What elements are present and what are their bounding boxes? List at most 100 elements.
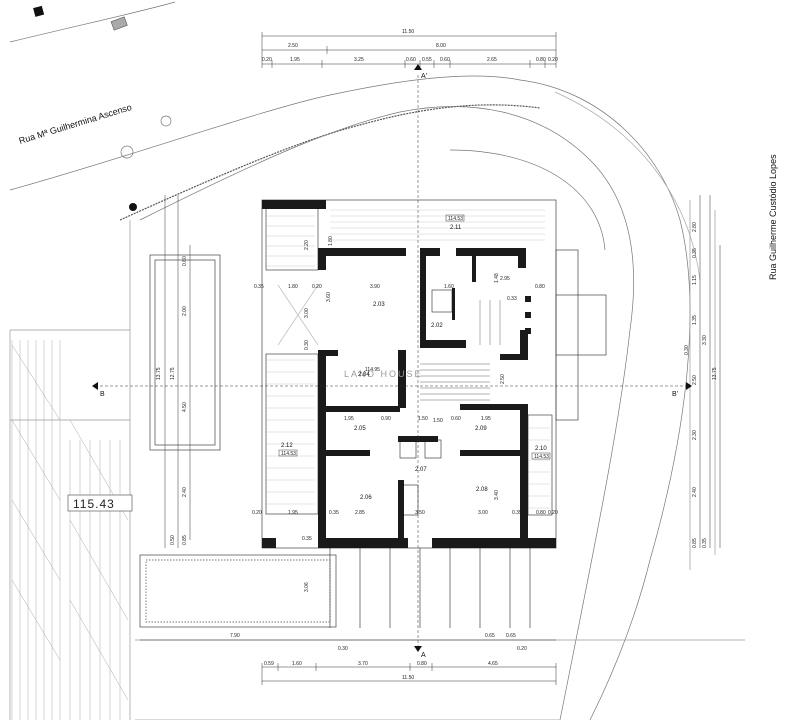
dim-top-6: 0.60 bbox=[440, 57, 450, 63]
dim-inner-o: 0.35 bbox=[329, 510, 339, 516]
level-box-2-12 bbox=[278, 449, 298, 457]
dim-right-3: 1.15 bbox=[692, 275, 698, 285]
dim-inner-c: 1.95 bbox=[344, 416, 354, 422]
section-a-bottom: A bbox=[421, 652, 426, 659]
room-2-04: 2.04 bbox=[358, 372, 370, 378]
dim-inner-w: 0.35 bbox=[302, 536, 312, 542]
marker-square-icon bbox=[33, 5, 45, 17]
dim-right-11: 0.35 bbox=[702, 538, 708, 548]
dim-inner-x: 1.80 bbox=[328, 236, 334, 246]
section-a-bottom-arrow-icon bbox=[414, 646, 422, 652]
dim-top-total: 11.50 bbox=[402, 29, 414, 35]
dim-inner-z: 0.30 bbox=[304, 340, 310, 350]
structural-walls bbox=[262, 200, 556, 548]
dim-inner-h: 1.80 bbox=[288, 284, 298, 290]
section-b-right-arrow-icon bbox=[686, 382, 692, 390]
room-2-08: 2.08 bbox=[476, 487, 488, 493]
dim-right-2: 0.35 bbox=[692, 248, 698, 258]
dim-inner-m: 3.00 bbox=[304, 308, 310, 318]
dim-inner-p: 3.50 bbox=[415, 510, 425, 516]
dim-left-4: 2.00 bbox=[182, 306, 188, 316]
dim-left-9: 0.35 bbox=[254, 284, 264, 290]
dim-inner-ff: 2.50 bbox=[500, 374, 506, 384]
dim-inner-bb: 3.40 bbox=[494, 490, 500, 500]
dim-top-8: 0.80 bbox=[536, 57, 546, 63]
dim-bottom-c4: 0.65 bbox=[506, 633, 516, 639]
level-box-2-11 bbox=[445, 214, 465, 222]
dim-inner-q: 3.00 bbox=[478, 510, 488, 516]
dim-inner-u: 1.95 bbox=[288, 510, 298, 516]
section-a-top-arrow-icon bbox=[414, 64, 422, 70]
dim-bottom-4: 0.80 bbox=[417, 661, 427, 667]
dim-left-3: 0.80 bbox=[182, 256, 188, 266]
room-2-03: 2.03 bbox=[373, 302, 385, 308]
dim-bottom-c1: 7.90 bbox=[230, 633, 240, 639]
dim-inner-v: 0.20 bbox=[252, 510, 262, 516]
dim-inner-i: 0.20 bbox=[312, 284, 322, 290]
dim-top-1: 0.20 bbox=[262, 57, 272, 63]
dim-bottom-c2: 0.30 bbox=[338, 646, 348, 652]
dim-inner-d: 0.90 bbox=[381, 416, 391, 422]
dim-inner-r: 0.35 bbox=[512, 510, 522, 516]
room-2-02: 2.02 bbox=[431, 323, 443, 329]
dim-inner-y: 2.20 bbox=[304, 240, 310, 250]
street-name-east: Rua Guilherme Custódio Lopes bbox=[768, 154, 778, 280]
room-2-11: 2.11 bbox=[450, 225, 462, 231]
dim-left-2: 12.75 bbox=[170, 367, 176, 380]
section-b-left: B bbox=[100, 391, 105, 398]
dim-inner-g: 1.95 bbox=[481, 416, 491, 422]
dim-right-1: 2.80 bbox=[692, 222, 698, 232]
room-2-12-level: 114.53 bbox=[281, 451, 296, 457]
dim-bottom-total: 11.50 bbox=[402, 675, 414, 681]
dim-inner-j: 0.80 bbox=[535, 284, 545, 290]
section-axes bbox=[100, 75, 690, 650]
dim-bottom-3: 3.70 bbox=[358, 661, 368, 667]
dim-inner-aa: 2.95 bbox=[500, 276, 510, 282]
survey-point-icon bbox=[129, 203, 137, 211]
dim-right-12: 0.30 bbox=[684, 345, 690, 355]
dim-inner-a: 3.90 bbox=[370, 284, 380, 290]
plot-level: 115.43 bbox=[73, 497, 115, 511]
room-2-07: 2.07 bbox=[415, 467, 427, 473]
dim-top-left: 2.50 bbox=[288, 43, 298, 49]
dimension-lines bbox=[140, 32, 721, 685]
marker-rect-icon bbox=[110, 16, 128, 31]
dim-left-6: 2.40 bbox=[182, 487, 188, 497]
room-2-11-level: 114.53 bbox=[448, 216, 463, 222]
dim-inner-e: 1.50 bbox=[418, 416, 428, 422]
dim-inner-dd: 3.06 bbox=[304, 582, 310, 592]
dim-right-4: 1.35 bbox=[692, 315, 698, 325]
dim-bottom-2: 1.60 bbox=[292, 661, 302, 667]
dim-top-right: 8.00 bbox=[436, 43, 446, 49]
level-box-2-10 bbox=[531, 452, 551, 460]
dim-bottom-1: 0.59 bbox=[264, 661, 274, 667]
section-b-right: B' bbox=[672, 391, 678, 398]
dim-top-9: 0.20 bbox=[548, 57, 558, 63]
dim-bottom-5: 4.65 bbox=[488, 661, 498, 667]
room-2-10: 2.10 bbox=[535, 446, 547, 452]
dim-inner-s: 0.80 bbox=[536, 510, 546, 516]
dim-right-7: 13.75 bbox=[712, 367, 718, 380]
dim-inner-f: 0.60 bbox=[451, 416, 461, 422]
watermark: LAND HOUSE bbox=[344, 369, 423, 379]
room-2-06: 2.06 bbox=[360, 495, 372, 501]
section-a-top: A' bbox=[421, 73, 427, 80]
section-b-left-arrow-icon bbox=[92, 382, 98, 390]
dim-left-7: 0.50 bbox=[170, 535, 176, 545]
dim-inner-t: 0.20 bbox=[548, 510, 558, 516]
dim-left-8: 0.85 bbox=[182, 535, 188, 545]
hatched-neighbour-left bbox=[11, 340, 129, 720]
room-2-09: 2.09 bbox=[475, 426, 487, 432]
plot-level-box bbox=[67, 494, 133, 512]
dim-left-1: 13.75 bbox=[156, 367, 162, 380]
dim-top-5: 0.55 bbox=[422, 57, 432, 63]
dim-right-6: 2.50 bbox=[692, 375, 698, 385]
room-2-12: 2.12 bbox=[281, 443, 293, 449]
dim-top-3: 3.25 bbox=[354, 57, 364, 63]
dim-inner-n: 2.85 bbox=[355, 510, 365, 516]
dim-inner-b: 1.60 bbox=[444, 284, 454, 290]
building-outline bbox=[139, 199, 607, 628]
room-2-04-level: 114.95 bbox=[365, 367, 380, 373]
dim-right-9: 2.40 bbox=[692, 487, 698, 497]
dim-inner-cc: 1.50 bbox=[433, 418, 443, 424]
